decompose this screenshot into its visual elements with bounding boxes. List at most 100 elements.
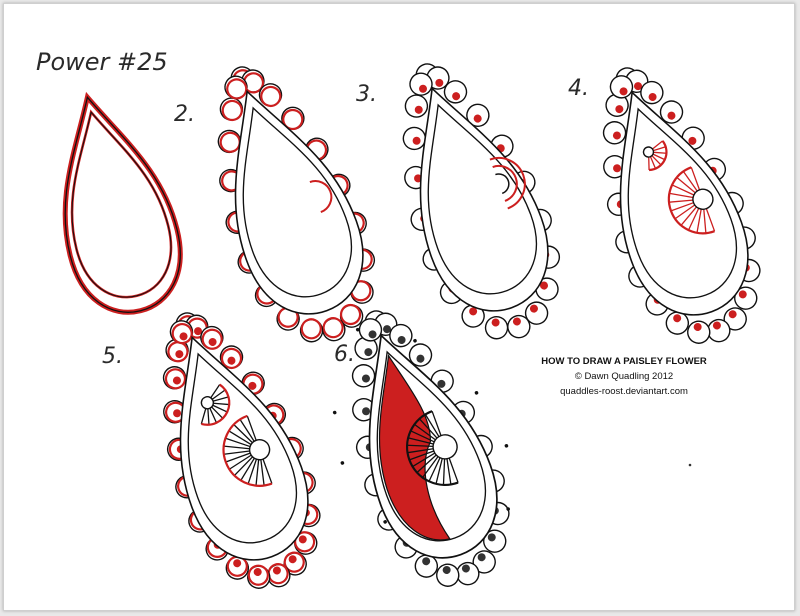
step-label-4: 4. — [568, 76, 589, 101]
fan-ray — [213, 402, 230, 406]
fan-arc — [406, 410, 459, 486]
step-label-5: 5. — [102, 344, 123, 369]
fan-ray — [408, 437, 434, 445]
fan-arc — [648, 140, 668, 172]
fan-ray — [431, 410, 442, 436]
scallop-bud — [461, 564, 470, 573]
fan-flower — [406, 410, 459, 486]
paisley-step-1 — [34, 84, 194, 324]
scallop-bud — [253, 567, 262, 576]
fan-ray — [703, 209, 707, 234]
scallop-bud — [634, 82, 643, 91]
fan-arc — [201, 383, 231, 426]
fan-ray — [409, 450, 435, 461]
scallop-bud — [437, 379, 446, 388]
scallop-bud — [539, 281, 548, 290]
scallop-petal — [687, 320, 711, 344]
decorative-dots — [332, 327, 510, 524]
scallop-bud — [422, 557, 431, 566]
fan-ray — [669, 192, 694, 199]
tiny-dot — [340, 461, 345, 465]
scallop-red-outline — [260, 85, 282, 108]
fan-ray — [648, 157, 650, 171]
scallop-red-outline — [282, 108, 304, 131]
scallop-petal — [484, 316, 509, 340]
scallop-bud — [648, 92, 657, 101]
scallop-bud — [173, 409, 182, 418]
fan-ray — [652, 140, 664, 150]
scallop-bud — [469, 307, 478, 316]
scallop-petal — [665, 311, 690, 335]
scallop-bud — [397, 335, 406, 344]
fan-ray — [448, 457, 459, 483]
paisley-step-2 — [191, 66, 383, 343]
scallop-red-outline — [293, 531, 316, 553]
fan-center — [642, 146, 655, 158]
fan-ray — [225, 452, 251, 463]
scallop-bud — [364, 348, 373, 357]
fan-ray — [210, 384, 221, 399]
scallop-red-outline — [219, 131, 241, 153]
scallop-bud — [442, 565, 451, 574]
fan-center — [248, 439, 271, 461]
fan-ray — [234, 456, 254, 476]
scallop-red-outline — [167, 341, 189, 363]
fan-ray — [228, 430, 252, 446]
fan-ray — [260, 459, 265, 486]
scallop-bud — [368, 330, 377, 339]
scallop-bud — [383, 325, 392, 334]
tiny-dot — [506, 507, 510, 511]
step-label-2: 2. — [174, 102, 195, 127]
fan-ray — [407, 444, 434, 447]
fan-ray — [422, 456, 439, 478]
fan-ray — [670, 202, 694, 212]
fan-ray — [255, 459, 260, 486]
tiny-dot — [355, 327, 360, 332]
fan-ray — [651, 155, 662, 166]
fan-ray — [212, 404, 228, 413]
scallop-petal — [443, 80, 468, 104]
fan-arc — [667, 166, 715, 235]
tiny-dot — [474, 391, 479, 395]
scallop-bud — [298, 535, 307, 544]
scallop-bud — [529, 304, 538, 313]
credit-url: quaddles-roost.deviantart.com — [560, 386, 688, 397]
fan-arc — [222, 414, 273, 487]
scallop-red-outline — [164, 368, 187, 390]
scallop-petal — [414, 554, 439, 578]
scallop-bud — [452, 92, 461, 101]
scallop-bud — [612, 131, 621, 140]
scallop-bud — [688, 136, 697, 145]
fan-ray — [211, 406, 224, 419]
scallop-bud — [615, 105, 624, 114]
fan-center — [432, 434, 458, 460]
scallop-bud — [179, 332, 188, 341]
tiny-dot — [383, 520, 387, 524]
small-fan-flower — [642, 140, 668, 172]
fan-ray — [649, 156, 657, 169]
scallop-bud — [208, 337, 217, 346]
arc-flower — [489, 156, 526, 210]
scallop-bud — [233, 559, 242, 568]
fan-ray — [223, 450, 250, 455]
fan-ray — [412, 452, 436, 468]
scallop-bud — [194, 327, 203, 336]
fan-ray — [682, 171, 698, 192]
credit-copyright: © Dawn Quadling 2012 — [574, 371, 674, 382]
scallop-bud — [414, 105, 423, 114]
fan-ray — [247, 458, 258, 484]
stray-dot — [688, 463, 692, 467]
paisley-step-4 — [576, 67, 768, 344]
scallop-bud — [693, 322, 702, 331]
fan-ray — [690, 167, 701, 191]
fan-ray — [233, 424, 253, 444]
scallop-bud — [477, 553, 486, 562]
scallop-petal — [436, 563, 460, 587]
scallop-bud — [272, 566, 281, 575]
scallop-petal — [404, 94, 429, 118]
fan-flower — [222, 414, 273, 487]
paisley-step-5 — [136, 312, 328, 589]
scallop-bud — [227, 356, 236, 365]
sheet-title: Power #25 — [36, 48, 168, 76]
scallop-bud — [416, 354, 425, 363]
